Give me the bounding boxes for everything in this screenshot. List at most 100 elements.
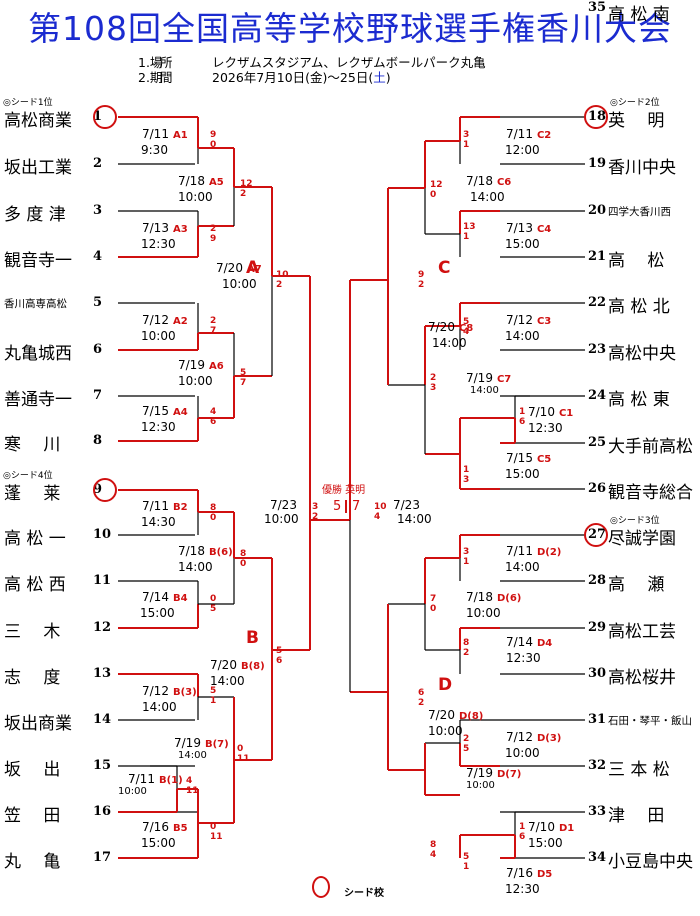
team-name: 高松桜井 [608, 668, 676, 688]
team-name: 多 度 津 [4, 205, 66, 225]
score-bottom: 4 [374, 512, 381, 522]
score-top: 1 [463, 465, 470, 475]
team-name: 丸 亀 [4, 852, 61, 872]
team-name: 高 松 [608, 251, 665, 271]
match-time: 12:30 [528, 421, 563, 435]
match-date-text: 7/12 [506, 730, 533, 744]
score-bottom: 11 [237, 754, 250, 764]
team-name: 三 木 [4, 622, 61, 642]
team-name: 高松商業 [4, 111, 72, 131]
score-top: 10 [374, 502, 387, 512]
page-title: 第108回全国高等学校野球選手権香川大会 [28, 9, 672, 48]
team-number: 7 [93, 388, 103, 403]
venue-info: 1.場所レクザムスタジアム、レクザムボールパーク丸亀 [138, 52, 486, 71]
match-code: A1 [172, 130, 188, 141]
match-code: D(3) [536, 733, 562, 744]
team-name: 高松工芸 [608, 622, 676, 642]
team-number: 8 [93, 433, 103, 448]
seed-circle-icon [584, 105, 608, 129]
match-date-text: 7/18 [466, 590, 493, 604]
team-number: 35 [588, 0, 607, 15]
match-date-text: 7/12 [142, 313, 169, 327]
match-time: 14:00 [470, 190, 505, 204]
match-date-text: 7/20 [428, 708, 455, 722]
match-date-text: 7/15 [142, 404, 169, 418]
score-top: 5 [463, 852, 470, 862]
match-code: B(6) [208, 547, 233, 558]
team-name: 高 瀬 [608, 575, 665, 595]
score-bottom: 9 [210, 234, 217, 244]
match-date-text: 7/11 [128, 772, 155, 786]
match-time: 12:30 [141, 420, 176, 434]
team-number: 33 [588, 804, 607, 819]
match-date-text: 7/11 [506, 544, 533, 558]
match-date-text: 7/15 [506, 451, 533, 465]
score-top: 3 [312, 502, 319, 512]
match-date-text: 7/19 [466, 766, 493, 780]
match-code: C6 [496, 177, 512, 188]
score-top: 1 [519, 822, 526, 832]
score-top: 13 [463, 222, 476, 232]
match-date-text: 7/11 [142, 499, 169, 513]
venue-number: 1.場 [138, 55, 163, 70]
match-time: 12:00 [505, 143, 540, 157]
team-number: 17 [93, 850, 112, 865]
score-bottom: 2 [276, 280, 283, 290]
final-score-right: 7 [352, 499, 361, 514]
match-date-text: 7/19 [174, 736, 201, 750]
match-code: B(1) [158, 775, 183, 786]
match-time: 10:00 [466, 606, 501, 620]
team-name: 笠 田 [4, 806, 61, 826]
score-bottom: 7 [210, 326, 217, 336]
team-name: 丸亀城西 [4, 344, 72, 364]
team-number: 4 [93, 249, 103, 264]
match-code: A6 [208, 361, 224, 372]
seed-label: ◎シード4位 [3, 471, 53, 481]
match-time: 14:00 [505, 560, 540, 574]
team-name: 高 松 北 [608, 297, 670, 317]
match-date-text: 7/20 [216, 261, 243, 275]
match-date-text: 7/16 [506, 866, 533, 880]
match-time: 9:30 [141, 143, 168, 157]
match-date-text: 7/13 [506, 221, 533, 235]
match-code: C3 [536, 316, 552, 327]
match-code: B(8) [240, 661, 265, 672]
team-name: 三 本 松 [608, 760, 670, 780]
team-name: 志 度 [4, 668, 61, 688]
seed-legend-icon [312, 876, 330, 898]
team-name: 高 松 東 [608, 390, 670, 410]
score-top: 6 [418, 688, 425, 698]
seed-circle-icon [93, 105, 117, 129]
team-name: 高 松 南 [608, 5, 670, 25]
team-number: 34 [588, 850, 607, 865]
team-number: 3 [93, 203, 103, 218]
team-number: 32 [588, 758, 607, 773]
match-time: 14:00 [432, 336, 467, 350]
match-code: B2 [172, 502, 188, 513]
match-time: 12:30 [141, 237, 176, 251]
match-time: 14:00 [178, 750, 207, 761]
score-top: 3 [463, 547, 470, 557]
score-bottom: 2 [312, 512, 319, 522]
